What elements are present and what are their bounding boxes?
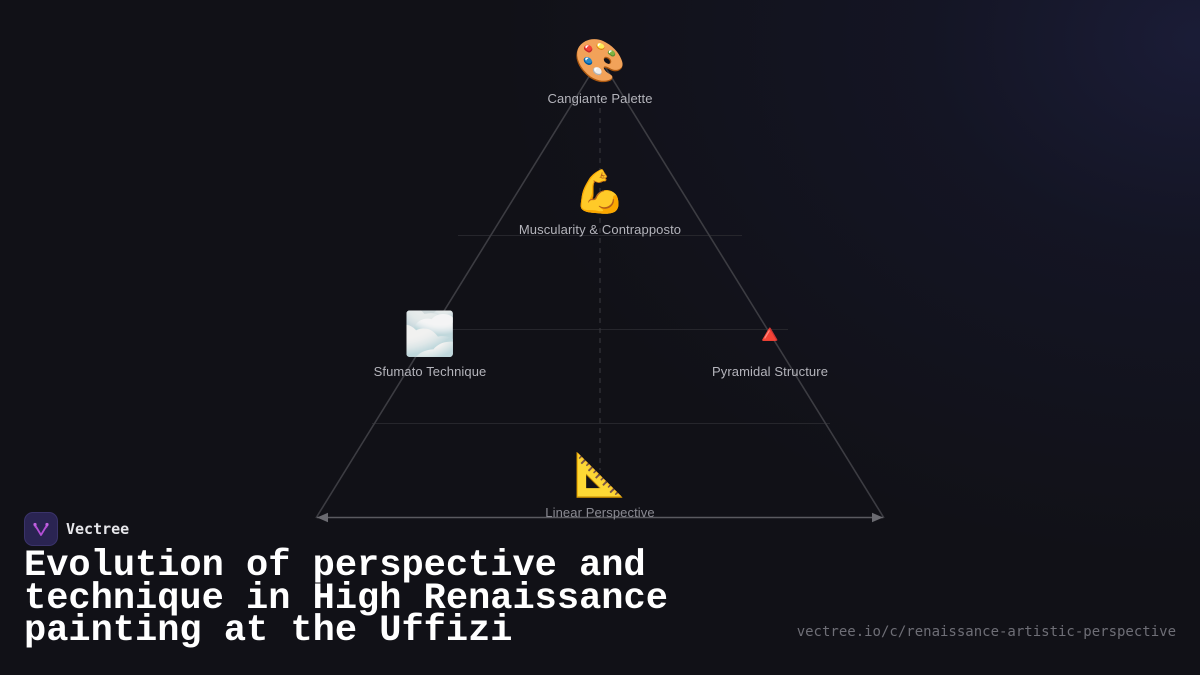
title-line-1: Evolution of perspective and: [24, 545, 646, 587]
triangular-ruler-icon: 📐: [573, 451, 627, 498]
fog-icon: 🌫️: [403, 310, 457, 357]
node-linear-perspective[interactable]: 📐 Linear Perspective: [545, 451, 654, 520]
flexed-biceps-icon: 💪: [573, 168, 627, 215]
triangle-right-edge: [601, 61, 885, 519]
node-label: Pyramidal Structure: [711, 364, 829, 379]
node-muscularity-contrapposto[interactable]: 💪 Muscularity & Contrapposto: [519, 168, 681, 237]
node-label: Sfumato Technique: [373, 364, 487, 379]
red-triangle-icon: 🔺: [753, 319, 787, 349]
node-label: Muscularity & Contrapposto: [518, 222, 682, 237]
triangle-left-edge: [315, 61, 599, 519]
node-pyramidal-structure[interactable]: 🔺 Pyramidal Structure: [712, 310, 828, 379]
node-sfumato-technique[interactable]: 🌫️ Sfumato Technique: [374, 310, 487, 379]
page-title: Evolution of perspective and technique i…: [24, 548, 784, 650]
brand[interactable]: Vectree: [24, 512, 129, 546]
title-line-3: painting at the Uffizi: [24, 610, 513, 652]
node-cangiante-palette[interactable]: 🎨 Cangiante Palette: [547, 37, 652, 106]
vectree-logo-icon: [24, 512, 58, 546]
artist-palette-icon: 🎨: [573, 37, 627, 84]
node-label: Cangiante Palette: [547, 91, 653, 106]
node-label: Linear Perspective: [545, 505, 655, 520]
title-line-2: technique in High Renaissance: [24, 577, 668, 620]
brand-name: Vectree: [66, 520, 130, 538]
source-url[interactable]: vectree.io/c/renaissance-artistic-perspe…: [796, 624, 1176, 640]
